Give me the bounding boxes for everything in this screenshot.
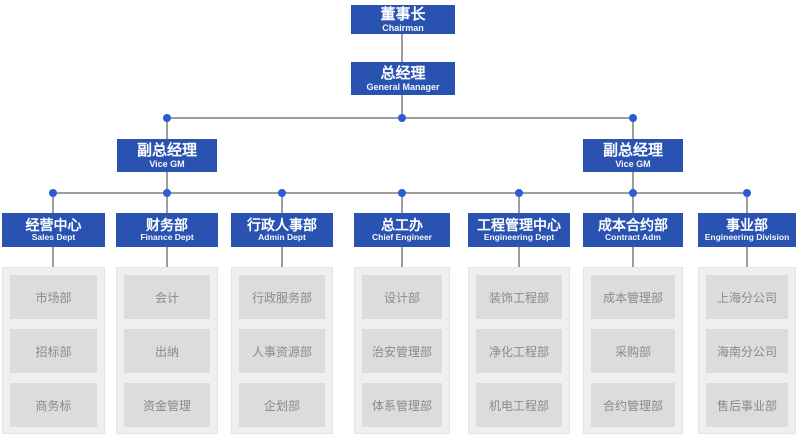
sub-dept: 招标部 [10, 329, 97, 373]
sub-dept: 体系管理部 [362, 383, 442, 427]
junction-dot [398, 114, 406, 122]
node-dept-admin: 行政人事部 Admin Dept [231, 213, 333, 247]
sub-dept: 成本管理部 [591, 275, 675, 319]
node-subtitle: Vice GM [149, 158, 185, 169]
node-title: 行政人事部 [247, 217, 317, 234]
connector-line [632, 247, 634, 267]
node-chairman: 董事长 Chairman [351, 5, 455, 34]
connector-line [166, 172, 168, 193]
connector-line [401, 194, 403, 213]
dept-children-chief-engineer: 设计部 治安管理部 体系管理部 [354, 267, 450, 434]
dept-children-division: 上海分公司 海南分公司 售后事业部 [698, 267, 796, 434]
node-title: 经营中心 [25, 217, 82, 234]
junction-dot [278, 189, 286, 197]
sub-dept: 出纳 [124, 329, 210, 373]
sub-dept: 采购部 [591, 329, 675, 373]
node-dept-division: 事业部 Engineering Division [698, 213, 796, 247]
sub-dept: 商务标 [10, 383, 97, 427]
dept-children-contract: 成本管理部 采购部 合约管理部 [583, 267, 683, 434]
connector-line [52, 247, 54, 267]
sub-dept: 合约管理部 [591, 383, 675, 427]
node-general-manager: 总经理 General Manager [351, 62, 455, 95]
dept-children-admin: 行政服务部 人事资源部 企划部 [231, 267, 333, 434]
node-subtitle: Engineering Dept [483, 232, 555, 243]
sub-dept: 企划部 [239, 383, 325, 427]
connector-line [166, 118, 168, 139]
connector-line [166, 194, 168, 213]
connector-line [746, 194, 748, 213]
node-subtitle: Vice GM [615, 158, 651, 169]
node-title: 副总经理 [602, 141, 663, 159]
node-dept-sales: 经营中心 Sales Dept [2, 213, 105, 247]
connector-line [632, 118, 634, 139]
junction-dot [398, 189, 406, 197]
node-subtitle: Admin Dept [258, 232, 306, 243]
node-subtitle: Engineering Division [704, 232, 790, 243]
connector-line [281, 247, 283, 267]
connector-line [166, 247, 168, 267]
sub-dept: 上海分公司 [706, 275, 788, 319]
connector-line [401, 33, 403, 62]
junction-dot [163, 114, 171, 122]
connector-line [518, 194, 520, 213]
node-vice-gm-left: 副总经理 Vice GM [117, 139, 217, 172]
node-subtitle: General Manager [366, 81, 440, 92]
sub-dept: 行政服务部 [239, 275, 325, 319]
sub-dept: 市场部 [10, 275, 97, 319]
node-title: 工程管理中心 [477, 217, 561, 234]
connector-line [401, 95, 403, 118]
dept-children-sales: 市场部 招标部 商务标 [2, 267, 105, 434]
node-title: 事业部 [726, 217, 768, 234]
node-dept-finance: 财务部 Finance Dept [116, 213, 218, 247]
sub-dept: 售后事业部 [706, 383, 788, 427]
sub-dept: 装饰工程部 [476, 275, 562, 319]
node-title: 总工办 [381, 217, 423, 234]
node-subtitle: Chairman [382, 22, 424, 33]
dept-children-engineering: 装饰工程部 净化工程部 机电工程部 [468, 267, 570, 434]
sub-dept: 机电工程部 [476, 383, 562, 427]
node-title: 总经理 [380, 64, 426, 82]
sub-dept: 净化工程部 [476, 329, 562, 373]
junction-dot [743, 189, 751, 197]
node-dept-engineering: 工程管理中心 Engineering Dept [468, 213, 570, 247]
connector-line [401, 247, 403, 267]
junction-dot [629, 114, 637, 122]
dept-children-finance: 会计 出纳 资金管理 [116, 267, 218, 434]
sub-dept: 治安管理部 [362, 329, 442, 373]
connector-line [632, 194, 634, 213]
sub-dept: 海南分公司 [706, 329, 788, 373]
node-title: 成本合约部 [598, 217, 668, 234]
sub-dept: 资金管理 [124, 383, 210, 427]
junction-dot [49, 189, 57, 197]
sub-dept: 人事资源部 [239, 329, 325, 373]
node-title: 副总经理 [136, 141, 197, 159]
node-title: 财务部 [146, 217, 188, 234]
connector-line [746, 247, 748, 267]
node-subtitle: Chief Engineer [372, 232, 432, 243]
connector-line [518, 247, 520, 267]
node-subtitle: Sales Dept [31, 232, 76, 243]
node-subtitle: Contract Adm [605, 232, 661, 243]
sub-dept: 设计部 [362, 275, 442, 319]
connector-line [632, 172, 634, 193]
junction-dot [163, 189, 171, 197]
node-vice-gm-right: 副总经理 Vice GM [583, 139, 683, 172]
node-title: 董事长 [380, 5, 426, 23]
node-dept-chief-engineer: 总工办 Chief Engineer [354, 213, 450, 247]
junction-dot [629, 189, 637, 197]
node-dept-contract: 成本合约部 Contract Adm [583, 213, 683, 247]
node-subtitle: Finance Dept [140, 232, 194, 243]
junction-dot [515, 189, 523, 197]
sub-dept: 会计 [124, 275, 210, 319]
connector-line [281, 194, 283, 213]
connector-line [52, 194, 54, 213]
